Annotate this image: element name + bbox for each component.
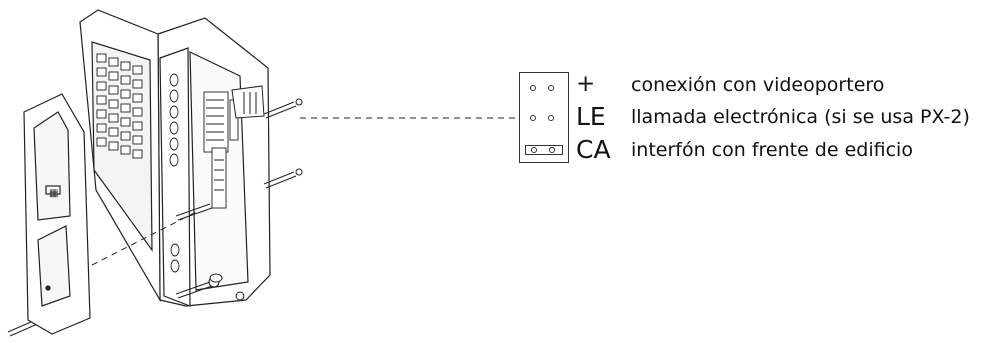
hinge-strip: [159, 47, 191, 307]
terminal-label-ca: CA: [576, 135, 611, 164]
terminal-hole: [531, 147, 537, 153]
terminal-hole: [548, 115, 554, 121]
terminal-label-plus: +: [576, 71, 596, 97]
hinge-ovals: [169, 73, 180, 273]
terminal-desc-plus: conexión con videoportero: [631, 74, 885, 96]
terminal-hole: [549, 147, 555, 153]
terminal-hole: [530, 85, 536, 91]
terminal-label-le: LE: [576, 102, 606, 131]
terminal-bridge: [525, 145, 563, 155]
terminal-hole: [530, 115, 536, 121]
screws: [7, 98, 303, 337]
terminal-block: [519, 72, 569, 163]
dashed-guides: [91, 117, 519, 266]
keypad-buttons: [96, 53, 143, 159]
terminal-hole: [548, 85, 554, 91]
side-connector: [208, 85, 265, 301]
front-cover: [23, 93, 91, 335]
terminal-desc-le: llamada electrónica (si se usa PX-2): [631, 106, 970, 128]
terminal-desc-ca: interfón con frente de edificio: [631, 139, 913, 161]
speaker-grille-icon: ▦: [49, 188, 58, 199]
